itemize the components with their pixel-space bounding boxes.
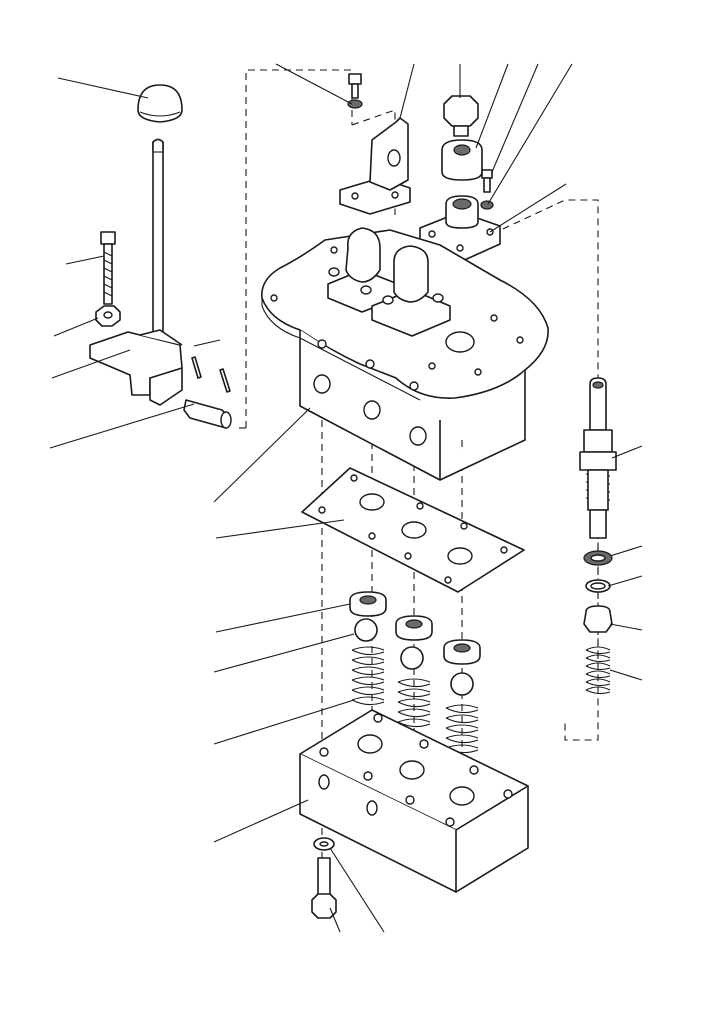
lower-washer bbox=[313, 837, 335, 851]
seal-ring bbox=[583, 550, 613, 566]
cap-nut bbox=[443, 95, 479, 137]
top-small-washer bbox=[347, 99, 363, 109]
ball-1 bbox=[354, 618, 378, 642]
top-small-bolt bbox=[348, 73, 362, 99]
adjust-screw bbox=[100, 231, 116, 305]
pivot-pin bbox=[183, 399, 232, 429]
lower-bolt bbox=[311, 857, 337, 919]
ball-2 bbox=[400, 646, 424, 670]
lever-bracket bbox=[89, 329, 183, 406]
spring-3 bbox=[445, 704, 479, 754]
spring-seat-2 bbox=[395, 615, 433, 641]
bushing bbox=[441, 139, 483, 181]
split-pins bbox=[191, 356, 231, 393]
plunger bbox=[579, 377, 617, 539]
lower-body bbox=[299, 709, 529, 893]
cam-bracket bbox=[339, 117, 411, 215]
main-valve-housing bbox=[261, 227, 549, 481]
o-ring bbox=[585, 579, 611, 593]
callout-leaders bbox=[49, 63, 643, 933]
small-washer-2 bbox=[480, 200, 494, 210]
lever-shaft bbox=[152, 138, 164, 339]
small-bolt-2 bbox=[481, 169, 493, 193]
spring-2 bbox=[397, 678, 431, 728]
gasket bbox=[301, 467, 525, 593]
spring-1 bbox=[351, 646, 385, 706]
lock-nut bbox=[95, 305, 121, 327]
retainer bbox=[583, 605, 613, 633]
spring-seat-3 bbox=[443, 639, 481, 665]
spring-seat-1 bbox=[349, 591, 387, 617]
return-spring bbox=[585, 646, 611, 695]
lever-knob bbox=[137, 84, 183, 123]
ball-3 bbox=[450, 672, 474, 696]
